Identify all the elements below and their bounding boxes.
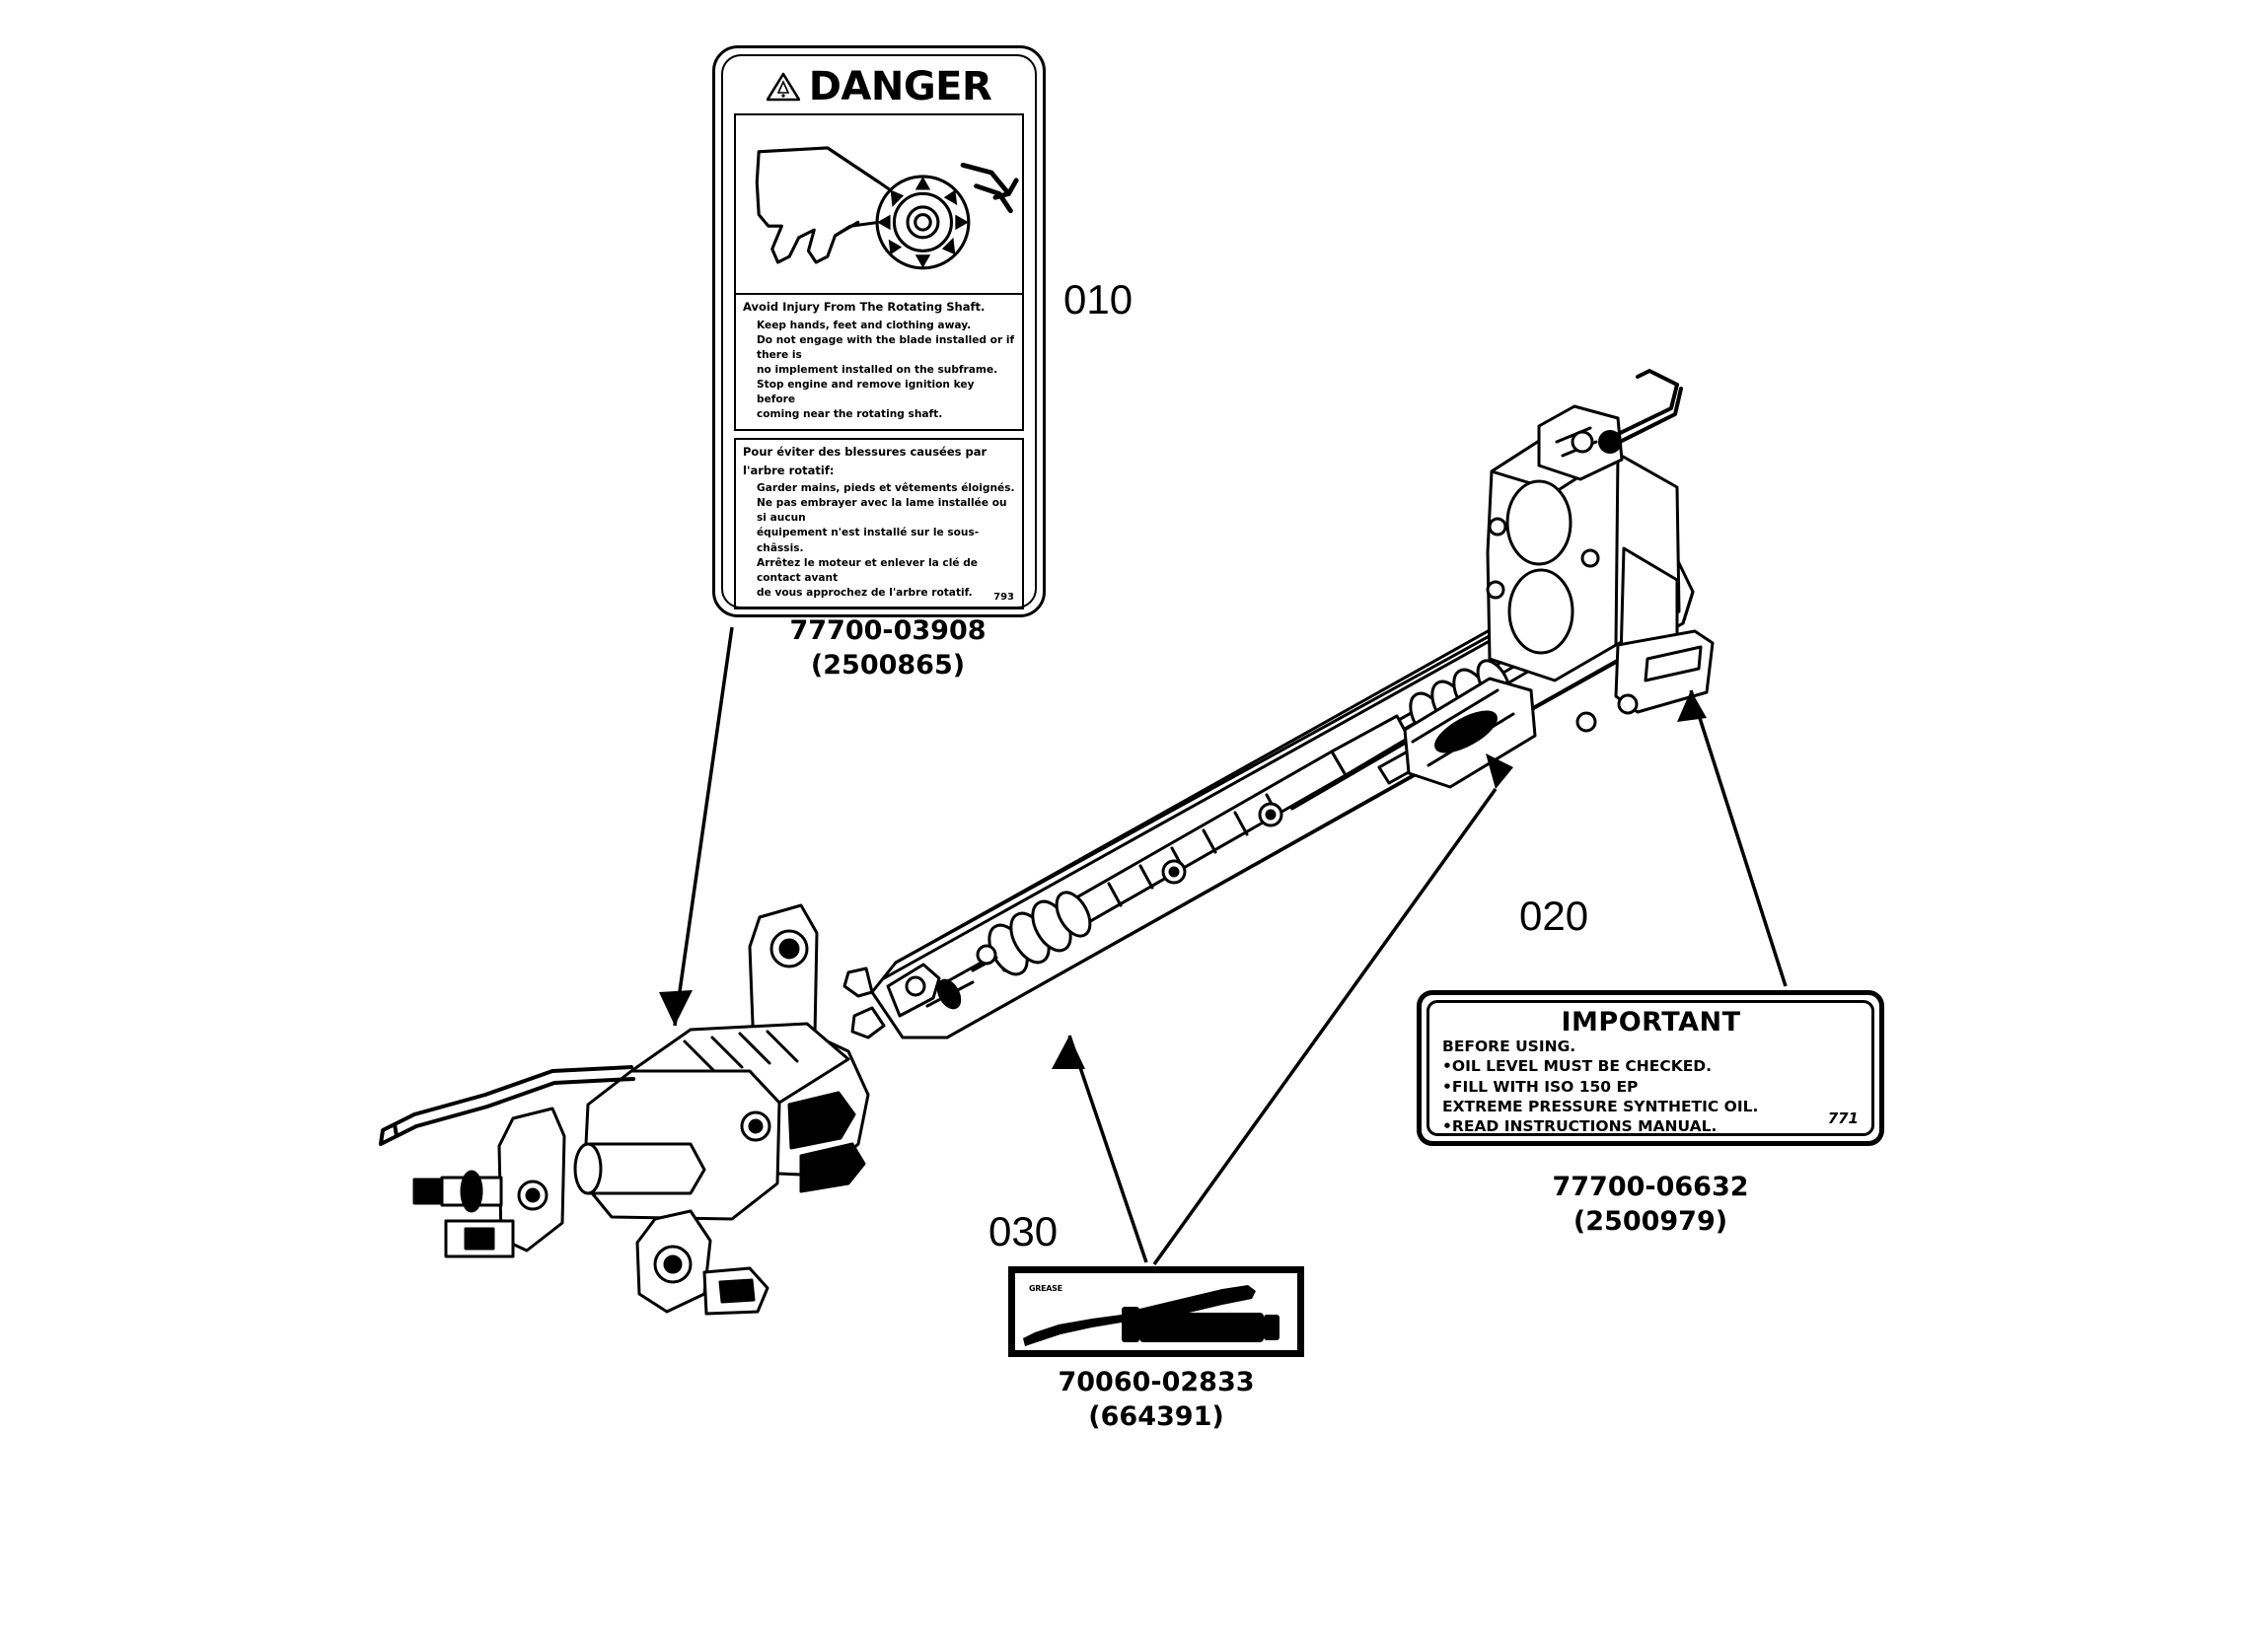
- danger-en-line: no implement installed on the subframe.: [757, 363, 998, 376]
- danger-alt-part-number: (2500865): [810, 650, 966, 681]
- danger-decal-code: 793: [993, 591, 1014, 603]
- grease-gun-alt-part-number: (664391): [1088, 1401, 1224, 1433]
- danger-fr-line: Garder mains, pieds et vêtements éloigné…: [757, 482, 1015, 495]
- important-line: BEFORE USING.: [1442, 1038, 1576, 1056]
- grease-gun-icon: [1023, 1285, 1280, 1346]
- grease-gun-part-number-caption: 70060-02833 (664391): [1028, 1365, 1284, 1434]
- grease-gun-marking: GREASE: [1029, 1284, 1062, 1293]
- danger-en-heading: Avoid Injury From The Rotating Shaft.: [743, 300, 986, 314]
- important-decal-title: IMPORTANT: [1561, 1007, 1741, 1038]
- danger-fr-line: Arrêtez le moteur et enlever la clé de c…: [757, 556, 978, 584]
- front-pto-mechanism: [573, 1022, 866, 1221]
- control-lever: [1598, 369, 1683, 454]
- danger-part-number: 77700-03908: [789, 615, 987, 646]
- left-stub-shaft: [412, 1170, 515, 1258]
- danger-fr-lines: Garder mains, pieds et vêtements éloigné…: [743, 481, 1015, 600]
- danger-fr-line: Ne pas embrayer avec la lame installée o…: [757, 497, 1007, 525]
- danger-decal-text-french: Pour éviter des blessures causées par l'…: [734, 437, 1024, 609]
- grease-fitting-front: [976, 944, 997, 966]
- danger-part-number-caption: 77700-03908 (2500865): [760, 613, 1016, 682]
- danger-fr-line: équipement n'est installé sur le sous-ch…: [757, 527, 980, 554]
- danger-fr-heading-1: Pour éviter des blessures causées par: [743, 444, 988, 459]
- important-line: •OIL LEVEL MUST BE CHECKED.: [1442, 1057, 1713, 1076]
- danger-en-lines: Keep hands, feet and clothing away. Do n…: [743, 319, 1015, 422]
- bottom-clevis: [635, 1209, 769, 1316]
- universal-joint-lower: [971, 891, 1092, 976]
- important-alt-part-number: (2500979): [1573, 1206, 1728, 1238]
- danger-decal-inner-border: DANGER: [721, 54, 1037, 609]
- item-ref-030: 030: [988, 1208, 1059, 1254]
- grease-fitting-mid-2: [1161, 859, 1187, 885]
- item-ref-010: 010: [1063, 276, 1134, 322]
- front-control-rod: [379, 1065, 635, 1146]
- grease-gun-illustration-box: GREASE: [1008, 1266, 1304, 1357]
- danger-decal-header: DANGER: [734, 65, 1024, 108]
- important-decal-code: 771: [1827, 1109, 1859, 1127]
- shaft-guard-cover: [1403, 677, 1537, 789]
- important-part-number: 77700-06632: [1552, 1172, 1749, 1202]
- danger-en-line: Keep hands, feet and clothing away.: [757, 319, 972, 331]
- left-bracket-plate: [497, 1107, 566, 1252]
- important-line: •READ INSTRUCTIONS MANUAL.: [1442, 1116, 1718, 1135]
- danger-decal: DANGER: [712, 45, 1046, 617]
- item-ref-020: 020: [1519, 893, 1589, 939]
- danger-decal-title: DANGER: [808, 64, 992, 109]
- important-decal-inner-border: IMPORTANT BEFORE USING. •OIL LEVEL MUST …: [1427, 1000, 1874, 1136]
- danger-en-line: Do not engage with the blade installed o…: [757, 333, 1015, 361]
- grease-fitting-mid-1: [1258, 802, 1283, 827]
- hand-near-rotating-shaft-icon: [734, 113, 1024, 295]
- danger-en-line: Stop engine and remove ignition key befo…: [757, 378, 975, 405]
- important-line: EXTREME PRESSURE SYNTHETIC OIL.: [1442, 1097, 1759, 1115]
- front-yoke: [842, 963, 975, 1039]
- important-decal: IMPORTANT BEFORE USING. •OIL LEVEL MUST …: [1417, 990, 1884, 1146]
- danger-fr-heading-2: l'arbre rotatif:: [743, 463, 835, 477]
- important-part-number-caption: 77700-06632 (2500979): [1522, 1170, 1779, 1239]
- warning-triangle-icon: [766, 72, 800, 102]
- important-line: •FILL WITH ISO 150 EP: [1442, 1077, 1639, 1096]
- danger-fr-line: de vous approchez de l'arbre rotatif.: [757, 586, 973, 599]
- danger-decal-text-english: Avoid Injury From The Rotating Shaft. Ke…: [734, 295, 1024, 431]
- grease-gun-part-number: 70060-02833: [1058, 1367, 1255, 1397]
- danger-en-line: coming near the rotating shaft.: [757, 407, 943, 420]
